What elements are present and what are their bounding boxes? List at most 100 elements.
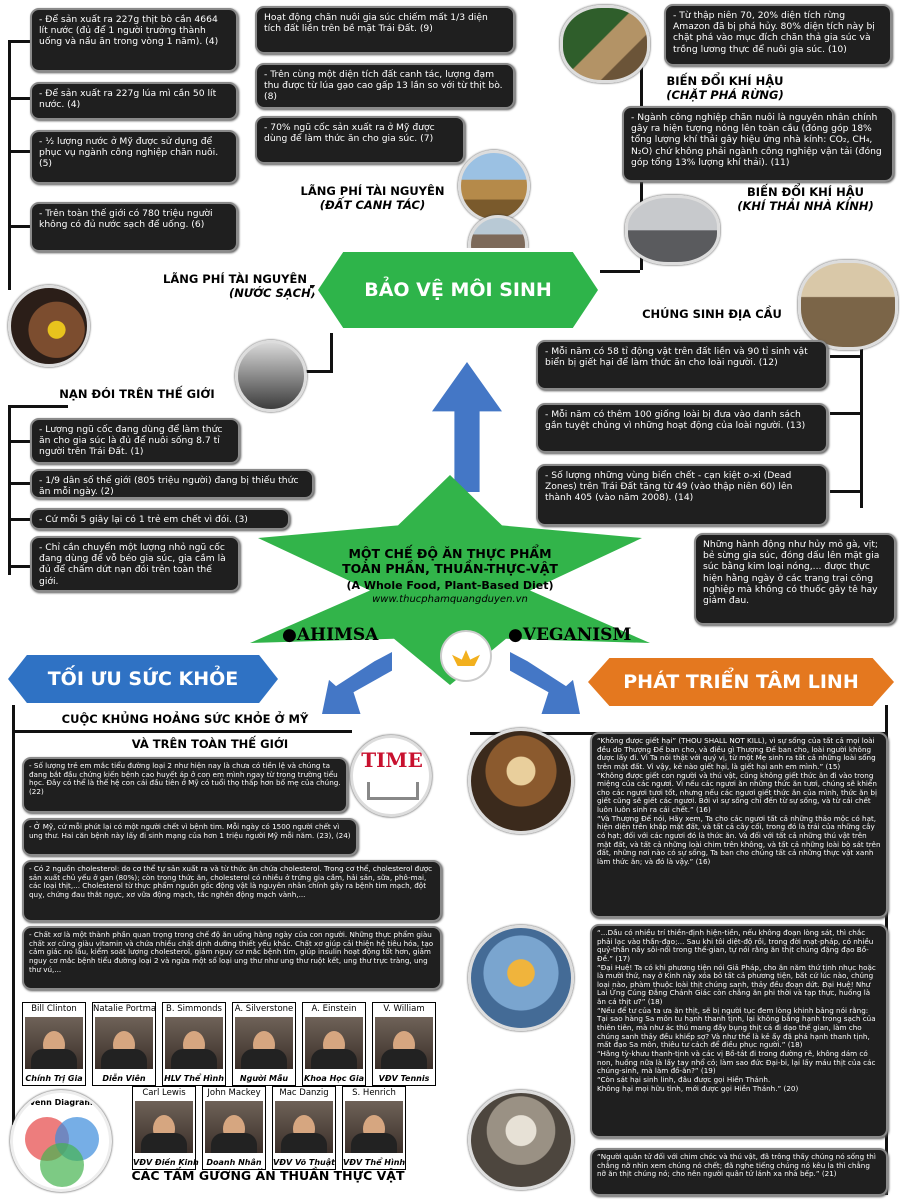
diet-line-2: TOÀN PHẦN, THUẦN-THỰC-VẬT: [342, 561, 558, 576]
celebrity-name: Carl Lewis: [142, 1088, 186, 1098]
celebrity-role: Diễn Viên: [102, 1074, 146, 1083]
body-icon: [211, 1133, 257, 1153]
health-fact-3: - Có 2 nguồn cholesterol: do cơ thể tự s…: [22, 860, 442, 922]
forest-fact: - Từ thập niên 70, 20% diện tích rừng Am…: [664, 4, 892, 66]
forest-title: BIẾN ĐỔI KHÍ HẬU (CHẶT PHÁ RỪNG): [655, 74, 795, 103]
water-title-text: LÃNG PHÍ TÀI NGUYÊN: [163, 272, 307, 286]
species-fact-2: - Mỗi năm có thêm 100 giống loài bị đưa …: [536, 403, 828, 453]
species-title: CHÚNG SINH ĐỊA CẦU: [642, 307, 782, 321]
gas-subtitle: (KHÍ THẢI NHÀ KÍNH): [737, 198, 874, 213]
diet-line-1: MỘT CHẾ ĐỘ ĂN THỰC PHẨM: [348, 546, 552, 561]
celebrity-photo: [275, 1101, 333, 1153]
diet-text: MỘT CHẾ ĐỘ ĂN THỰC PHẨM TOÀN PHẦN, THUẦN…: [330, 546, 570, 605]
health-fact-2: - Ở Mỹ, cứ mỗi phút lại có một người chế…: [22, 818, 358, 856]
health-fact-4: - Chất xơ là một thành phần quan trọng t…: [22, 926, 442, 990]
celebrity-name: B. Simmonds: [166, 1004, 222, 1014]
connector-line: [830, 490, 862, 493]
forest-title-text: BIẾN ĐỔI KHÍ HẬU: [666, 74, 784, 88]
land-fact-2: - Trên cùng một diện tích đất canh tác, …: [255, 63, 515, 109]
diet-url[interactable]: www.thucphamquangduyen.vn: [372, 594, 528, 605]
celebrity-photo: [135, 1101, 193, 1153]
body-icon: [381, 1049, 427, 1069]
confucius-quote: “Người quân tử đối với chim chóc và thú …: [590, 1148, 888, 1196]
health-banner-text: TỐI ƯU SỨC KHỎE: [47, 668, 239, 690]
forest-photo: [560, 5, 650, 83]
connector-line: [8, 225, 30, 228]
species-fact-3: - Số lượng những vùng biển chết - cạn ki…: [536, 464, 828, 526]
celebrity-photo: [205, 1101, 263, 1153]
celebrity-role: Khoa Học Gia: [304, 1074, 364, 1083]
connector-line: [8, 405, 11, 575]
connector-line: [300, 370, 333, 373]
celebrity-role: HLV Thể Hình: [164, 1074, 224, 1083]
down-left-arrow: [322, 652, 392, 714]
body-icon: [31, 1049, 77, 1069]
celebrity-role: VĐV Thể Hình: [343, 1158, 406, 1167]
celebrity-photo: [25, 1017, 83, 1069]
celebrity-photo: [305, 1017, 363, 1069]
connector-line: [8, 518, 30, 521]
animals-photo: [798, 260, 898, 350]
field-photo: [458, 150, 530, 222]
celebrity-name: A. Einstein: [311, 1004, 357, 1014]
health-fact-1: - Số lượng trẻ em mắc tiểu đường loại 2 …: [22, 757, 348, 813]
land-title-text: LÃNG PHÍ TÀI NGUYÊN: [300, 184, 445, 198]
up-arrow: [432, 362, 502, 492]
celebrity-name: Bill Clinton: [31, 1004, 77, 1014]
connector-line: [12, 730, 352, 733]
body-icon: [311, 1049, 357, 1069]
celebrity-photo: [375, 1017, 433, 1069]
jesus-photo: [468, 728, 574, 834]
body-icon: [241, 1049, 287, 1069]
connector-line: [830, 355, 862, 358]
venn-label: Venn Diagram: [29, 1098, 93, 1107]
hunger-title: NẠN ĐÓI TRÊN THẾ GIỚI: [59, 387, 215, 401]
health-title-2: VÀ TRÊN TOÀN THẾ GIỚI: [131, 737, 289, 751]
lotus-logo: [440, 630, 492, 682]
celebrity-photo: [95, 1017, 153, 1069]
venn-diagram: Venn Diagram: [10, 1090, 112, 1192]
confucius-photo: [468, 1090, 574, 1190]
body-icon: [141, 1133, 187, 1153]
ahimsa-label: ●AHIMSA: [282, 625, 379, 645]
hunger-photo: [235, 340, 307, 412]
connector-line: [860, 338, 863, 508]
land-subtitle: (ĐẤT CANH TÁC): [319, 197, 426, 212]
connector-line: [8, 440, 30, 443]
celebrity-role: VĐV Võ Thuật: [273, 1158, 335, 1167]
buddha-quote: “...Dầu có nhiều trí thiền-định hiện-tiề…: [590, 924, 888, 1138]
vegan-examples-title: CÁC TẤM GƯƠNG ĂN THUẦN THỰC VẬT: [131, 1168, 405, 1183]
celebrity-photo: [165, 1017, 223, 1069]
celebrity-name: Natalie Portman: [93, 1004, 155, 1014]
hunger-fact-4: - Chỉ cần chuyển một lượng nhỏ ngũ cốc đ…: [30, 536, 240, 592]
land-title: LÃNG PHÍ TÀI NGUYÊN (ĐẤT CANH TÁC): [285, 184, 460, 213]
species-fact-1: - Mỗi năm có 58 tỉ động vật trên đất liề…: [536, 340, 828, 390]
connector-line: [8, 40, 11, 290]
celebrity-role: Chính Trị Gia: [25, 1074, 83, 1083]
celebrity-role: VĐV Điền Kinh: [133, 1158, 199, 1167]
celebrity-role: VĐV Tennis: [378, 1074, 430, 1083]
celebrity-name: A. Silverstone: [234, 1004, 294, 1014]
connector-line: [8, 40, 30, 43]
health-title-1: CUỘC KHỦNG HOẢNG SỨC KHỎE Ở MỸ: [61, 712, 309, 726]
water-fact-3: - ½ lượng nước ở Mỹ được sử dụng để phục…: [30, 130, 238, 184]
veganism-label: ●VEGANISM: [508, 625, 632, 645]
body-icon: [281, 1133, 327, 1153]
body-icon: [171, 1049, 217, 1069]
time-logo: TIME: [361, 748, 423, 772]
gas-fact: - Ngành công nghiệp chăn nuôi là nguyên …: [622, 106, 894, 182]
water-fact-2: - Để sản xuất ra 227g lúa mì cần 50 lít …: [30, 82, 238, 120]
forest-subtitle: (CHẶT PHÁ RỪNG): [666, 87, 784, 102]
connector-line: [600, 270, 640, 273]
body-icon: [101, 1049, 147, 1069]
center-hexagon: BẢO VỆ MÔI SINH: [318, 252, 598, 328]
species-extra: Những hành động như hủy mỏ gà, vịt; bẻ s…: [694, 533, 896, 625]
spirit-banner: PHÁT TRIỂN TÂM LINH: [588, 658, 894, 706]
connector-line: [8, 405, 68, 408]
